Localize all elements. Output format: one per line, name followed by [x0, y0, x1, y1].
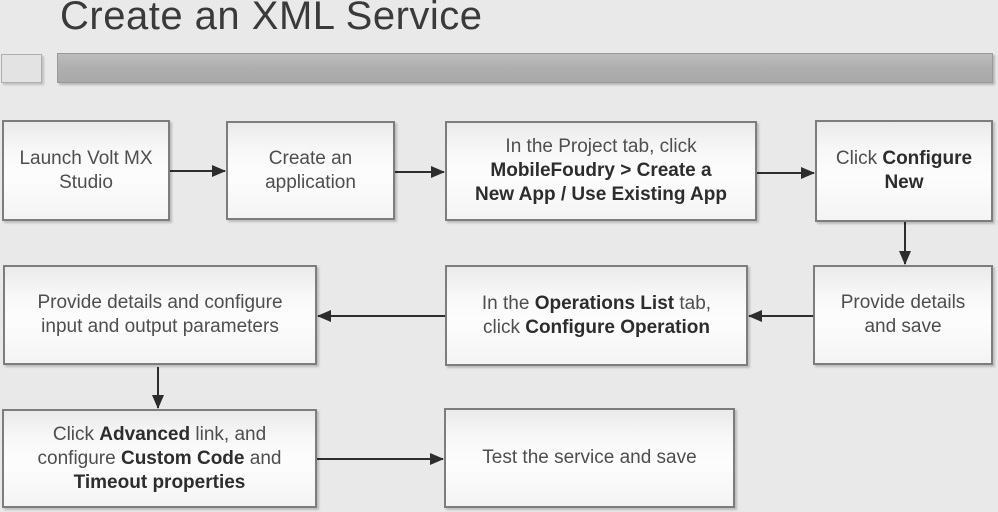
flow-node-label: Test the service and save: [482, 447, 697, 468]
header-bar: [57, 53, 993, 83]
flow-node-label: In the Operations List tab,click Configu…: [481, 292, 712, 338]
flow-node-test-service-and-save: Test the service and save: [444, 408, 735, 508]
flow-node-operations-list-configure-operation: In the Operations List tab,click Configu…: [445, 265, 748, 366]
header-small-square: [1, 54, 42, 83]
page-title: Create an XML Service: [60, 0, 483, 38]
